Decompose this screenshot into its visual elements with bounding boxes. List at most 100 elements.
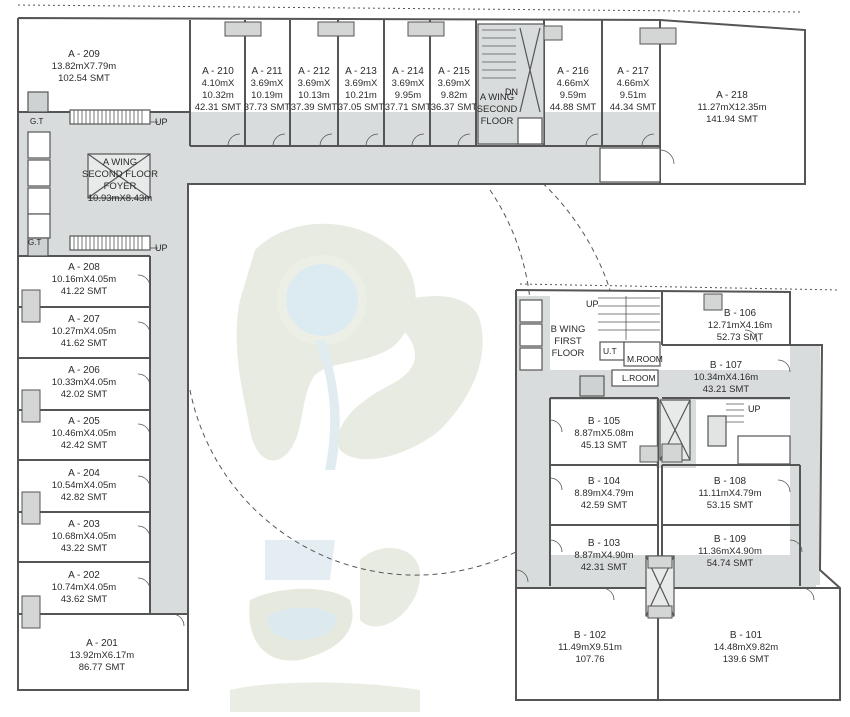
a-wing-toilet-fixtures	[21, 21, 677, 629]
unit-b-105: B - 105 8.87mX5.08m 45.13 SMT	[574, 416, 633, 452]
foyer-title-line: FOYER	[103, 181, 137, 192]
unit-name: A - 214	[392, 66, 424, 77]
unit-b-108: B - 108 11.11mX4.79m 53.15 SMT	[698, 476, 761, 512]
unit-name: A - 211	[251, 66, 283, 77]
unit-a-212: A - 212 3.69mX 10.13m 37.39 SMT	[291, 66, 337, 114]
unit-b-106: B - 106 12.71mX4.16m 52.73 SMT	[708, 308, 772, 344]
unit-a-201: A - 201 13.92mX6.17m 86.77 SMT	[70, 638, 134, 674]
landscape-garden	[230, 223, 483, 712]
unit-name: A - 215	[438, 66, 470, 77]
foyer-dims: 10.93mX8.43m	[87, 193, 153, 204]
unit-area: 42.02 SMT	[60, 389, 108, 400]
unit-dims: 11.27mX12.35m	[697, 102, 767, 113]
unit-dims: 11.36mX4.90m	[698, 546, 762, 557]
unit-dims: 10.34mX4.16m	[693, 372, 759, 383]
unit-area: 43.21 SMT	[702, 384, 750, 395]
stair-label-line: SECOND	[476, 104, 518, 115]
unit-dims-a: 3.69mX	[344, 78, 378, 89]
unit-area: 37.39 SMT	[290, 102, 338, 113]
unit-area: 42.82 SMT	[60, 492, 108, 503]
unit-name: A - 212	[298, 66, 330, 77]
unit-name: B - 109	[713, 534, 747, 545]
unit-name: A - 217	[617, 66, 649, 77]
unit-dims-a: 4.66mX	[616, 78, 650, 89]
unit-name: A - 218	[716, 90, 748, 101]
unit-dims-b: 10.32m	[202, 90, 234, 101]
unit-name: A - 208	[68, 262, 100, 273]
b-wing-title: B WING FIRST FLOOR	[551, 324, 586, 360]
unit-dims: 13.92mX6.17m	[69, 650, 135, 661]
unit-b-101: B - 101 14.48mX9.82m 139.6 SMT	[714, 630, 778, 666]
unit-a-204: A - 204 10.54mX4.05m 42.82 SMT	[52, 468, 116, 504]
stair-up-label: UP	[586, 299, 599, 309]
a-wing-foyer-label: A WING SECOND FLOOR FOYER 10.93mX8.43m	[82, 157, 158, 205]
unit-name: A - 213	[345, 66, 377, 77]
stair-down-label: DN	[505, 87, 518, 97]
unit-dims: 13.82mX7.79m	[51, 61, 117, 72]
unit-dims-b: 9.82m	[440, 90, 468, 101]
unit-dims: 10.74mX4.05m	[51, 582, 117, 593]
unit-dims-b: 10.21m	[345, 90, 377, 101]
l-room-label: L.ROOM	[622, 373, 656, 383]
unit-dims: 8.87mX4.90m	[574, 550, 634, 561]
unit-dims: 10.68mX4.05m	[51, 531, 117, 542]
unit-area: 52.73 SMT	[716, 332, 764, 343]
unit-area: 139.6 SMT	[722, 654, 770, 665]
unit-area: 41.62 SMT	[60, 338, 108, 349]
unit-dims-b: 10.19m	[251, 90, 283, 101]
b-wing-title-line: B WING	[550, 324, 586, 335]
unit-a-207: A - 207 10.27mX4.05m 41.62 SMT	[52, 314, 116, 350]
unit-area: 45.13 SMT	[580, 440, 628, 451]
unit-dims: 12.71mX4.16m	[707, 320, 773, 331]
unit-a-216: A - 216 4.66mX 9.59m 44.88 SMT	[550, 66, 596, 114]
unit-area: 43.62 SMT	[60, 594, 108, 605]
unit-name: B - 104	[587, 476, 621, 487]
unit-a-218: A - 218 11.27mX12.35m 141.94 SMT	[697, 90, 766, 126]
foyer-title-line: SECOND FLOOR	[81, 169, 159, 180]
unit-dims: 8.89mX4.79m	[574, 488, 634, 499]
unit-dims-b: 9.51m	[619, 90, 647, 101]
unit-dims: 14.48mX9.82m	[713, 642, 779, 653]
unit-dims-b: 9.95m	[394, 90, 422, 101]
unit-b-109: B - 109 11.36mX4.90m 54.74 SMT	[698, 534, 762, 570]
unit-area: 42.59 SMT	[580, 500, 628, 511]
unit-dims-b: 9.59m	[559, 90, 587, 101]
unit-a-208: A - 208 10.16mX4.05m 41.22 SMT	[52, 262, 116, 298]
unit-a-214: A - 214 3.69mX 9.95m 37.71 SMT	[385, 66, 431, 114]
unit-dims: 10.54mX4.05m	[51, 480, 117, 491]
unit-name: A - 204	[68, 468, 100, 479]
unit-b-102: B - 102 11.49mX9.51m 107.76	[558, 630, 622, 666]
stair-up-label: UP	[748, 404, 761, 414]
unit-name: B - 102	[573, 630, 607, 641]
unit-area: 44.34 SMT	[609, 102, 657, 113]
unit-a-217: A - 217 4.66mX 9.51m 44.34 SMT	[610, 66, 656, 114]
b-wing-title-line: FIRST	[554, 336, 582, 347]
service-label: G.T	[28, 238, 42, 247]
unit-name: A - 209	[68, 49, 100, 60]
a-wing-door-swings	[137, 133, 675, 627]
unit-name: A - 210	[202, 66, 234, 77]
unit-area: 86.77 SMT	[78, 662, 126, 673]
unit-name: A - 203	[68, 519, 100, 530]
unit-dims-a: 3.69mX	[297, 78, 331, 89]
unit-a-202: A - 202 10.74mX4.05m 43.62 SMT	[52, 570, 116, 606]
unit-name: A - 207	[68, 314, 100, 325]
a-wing-stair-label: A WING SECOND FLOOR	[477, 92, 518, 128]
stair-up-label: UP	[155, 117, 168, 127]
a-wing-services	[27, 23, 661, 257]
unit-dims-b: 10.13m	[298, 90, 330, 101]
b-wing-toilet-fixtures	[639, 293, 723, 619]
unit-dims-a: 3.69mX	[437, 78, 471, 89]
unit-dims: 10.16mX4.05m	[51, 274, 117, 285]
unit-name: B - 106	[723, 308, 757, 319]
unit-a-210: A - 210 4.10mX 10.32m 42.31 SMT	[195, 66, 241, 114]
unit-a-206: A - 206 10.33mX4.05m 42.02 SMT	[52, 365, 116, 401]
unit-name: A - 206	[68, 365, 100, 376]
unit-area: 37.71 SMT	[384, 102, 432, 113]
unit-dims-a: 4.10mX	[201, 78, 235, 89]
b-wing-stair-treads	[598, 296, 744, 423]
unit-area: 54.74 SMT	[706, 558, 754, 569]
foyer-title-line: A WING	[102, 157, 138, 168]
unit-dims-a: 4.66mX	[556, 78, 590, 89]
